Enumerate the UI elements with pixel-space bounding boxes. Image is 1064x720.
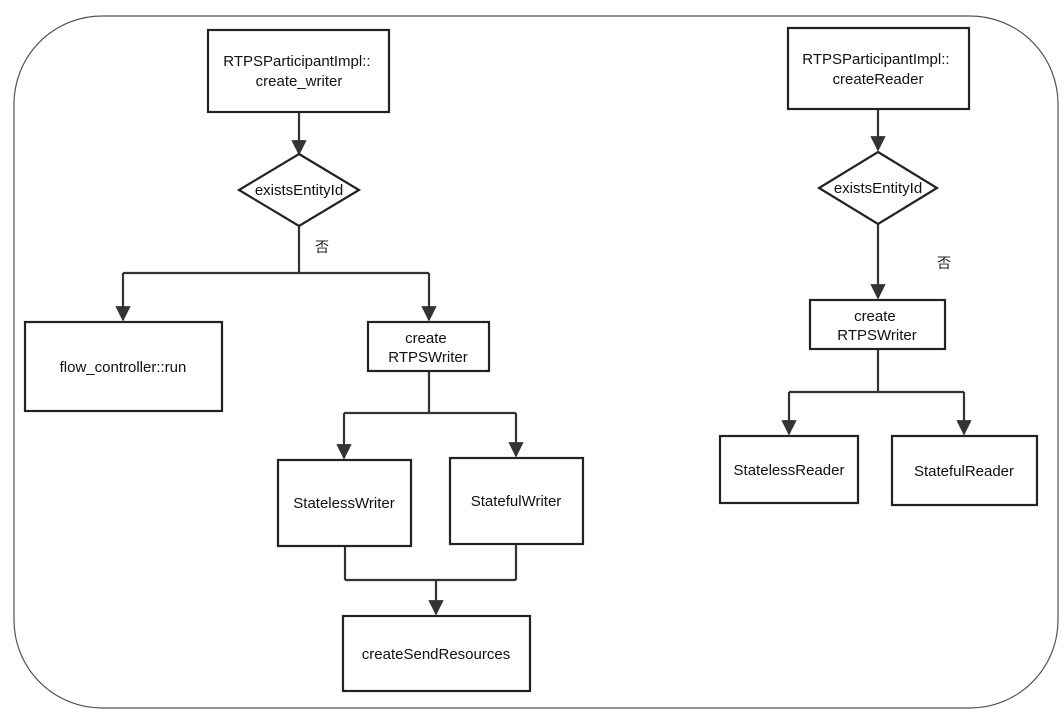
svg-text:create RTPSWriter: create RTPSWriter [388,330,467,366]
stateful-reader-box [890,434,1039,507]
flow-controller-box [23,320,224,413]
reader-create-rtpswriter-box [808,298,947,351]
writer-start-box [206,28,391,114]
writer-decision-diamond [236,152,362,228]
stateful-writer-box [448,456,585,546]
create-rtpswriter-line2: RTPSWriter [388,349,467,366]
stateless-reader-label: StatelessReader [734,462,845,479]
stateless-writer-box [276,458,413,548]
send-resources-box [341,614,532,693]
stateless-reader-box [718,434,860,505]
svg-text:create RTPSWriter: create RTPSWriter [837,308,916,344]
svg-text:RTPSParticipantImpl:: cr: RTPSParticipantImpl:: createReader [802,51,953,88]
writer-start-line2: create_writer [256,73,343,90]
reader-create-rtpswriter-line1: create [854,308,896,325]
reader-start-line1: RTPSParticipantImpl:: [802,51,949,68]
reader-start-line2: createReader [833,71,924,88]
reader-decision-label: existsEntityId [834,180,922,197]
writer-start-line1: RTPSParticipantImpl:: [223,53,370,70]
reader-decision-diamond [816,150,940,226]
stateful-writer-label: StatefulWriter [471,493,562,510]
writer-decision-label: existsEntityId [255,182,343,199]
reader-create-rtpswriter-line2: RTPSWriter [837,327,916,344]
svg-text:RTPSParticipantImpl:: cr: RTPSParticipantImpl:: create_writer [223,53,374,90]
flow-controller-label: flow_controller::run [60,359,187,376]
reader-no-label: 否 [937,256,951,272]
reader-flow: RTPSParticipantImpl:: createReader exist… [718,26,1039,507]
create-rtpswriter-box [366,320,491,373]
writer-no-label: 否 [315,240,329,256]
reader-start-box [786,26,971,111]
writer-flow: RTPSParticipantImpl:: create_writer exis… [23,28,585,693]
stateful-reader-label: StatefulReader [914,463,1014,480]
stateless-writer-label: StatelessWriter [293,495,394,512]
create-rtpswriter-line1: create [405,330,447,347]
send-resources-label: createSendResources [362,646,510,663]
